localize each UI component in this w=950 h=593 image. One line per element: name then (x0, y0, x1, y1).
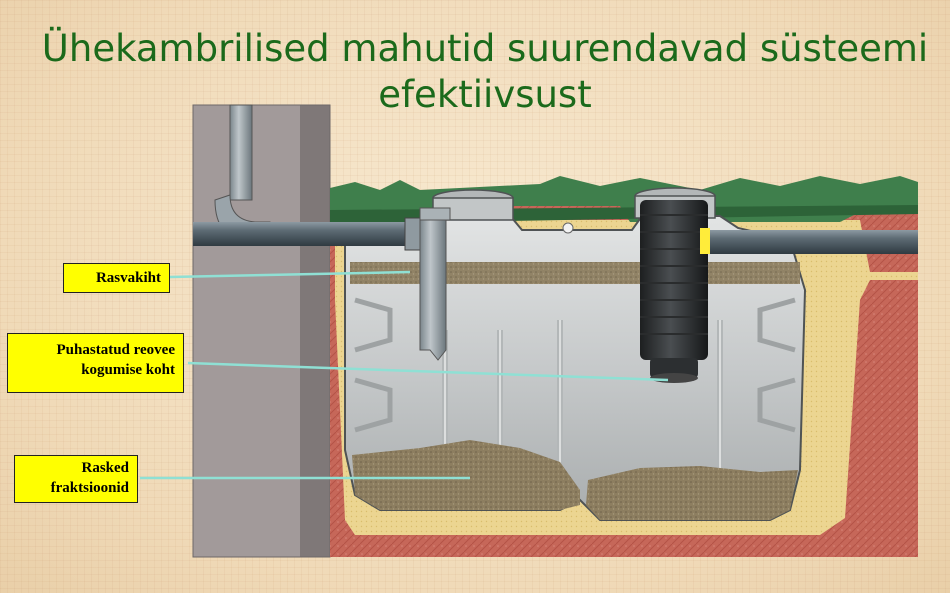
inlet-pipe (193, 104, 451, 361)
label-fat-layer-text: Rasvakiht (95, 270, 161, 286)
label-fat-layer: Rasvakiht (63, 263, 170, 293)
title-line-1: Ühekambrilised mahutid suurendavad süste… (41, 27, 929, 70)
leader-lines (140, 270, 669, 480)
label-clean-water-line-2: kogumise koht (81, 362, 175, 378)
grass-strip (330, 176, 918, 224)
label-heavy-line-2: fraktsioonid (50, 480, 129, 496)
label-clean-water-collection: Puhastatud reovee kogumise koht (7, 333, 184, 393)
label-clean-water-line-1: Puhastatud reovee (56, 342, 175, 358)
leader-line-clean-water (187, 361, 669, 382)
leader-line-fat (169, 270, 411, 279)
building-wall (192, 104, 331, 558)
outlet-filter (640, 200, 918, 383)
label-heavy-fractions: Rasked fraktsioonid (14, 455, 138, 503)
title-line-2: efektiivsust (378, 73, 592, 116)
label-heavy-line-1: Rasked (81, 460, 129, 476)
diagram-title: Ühekambrilised mahutid suurendavad süste… (30, 26, 940, 118)
